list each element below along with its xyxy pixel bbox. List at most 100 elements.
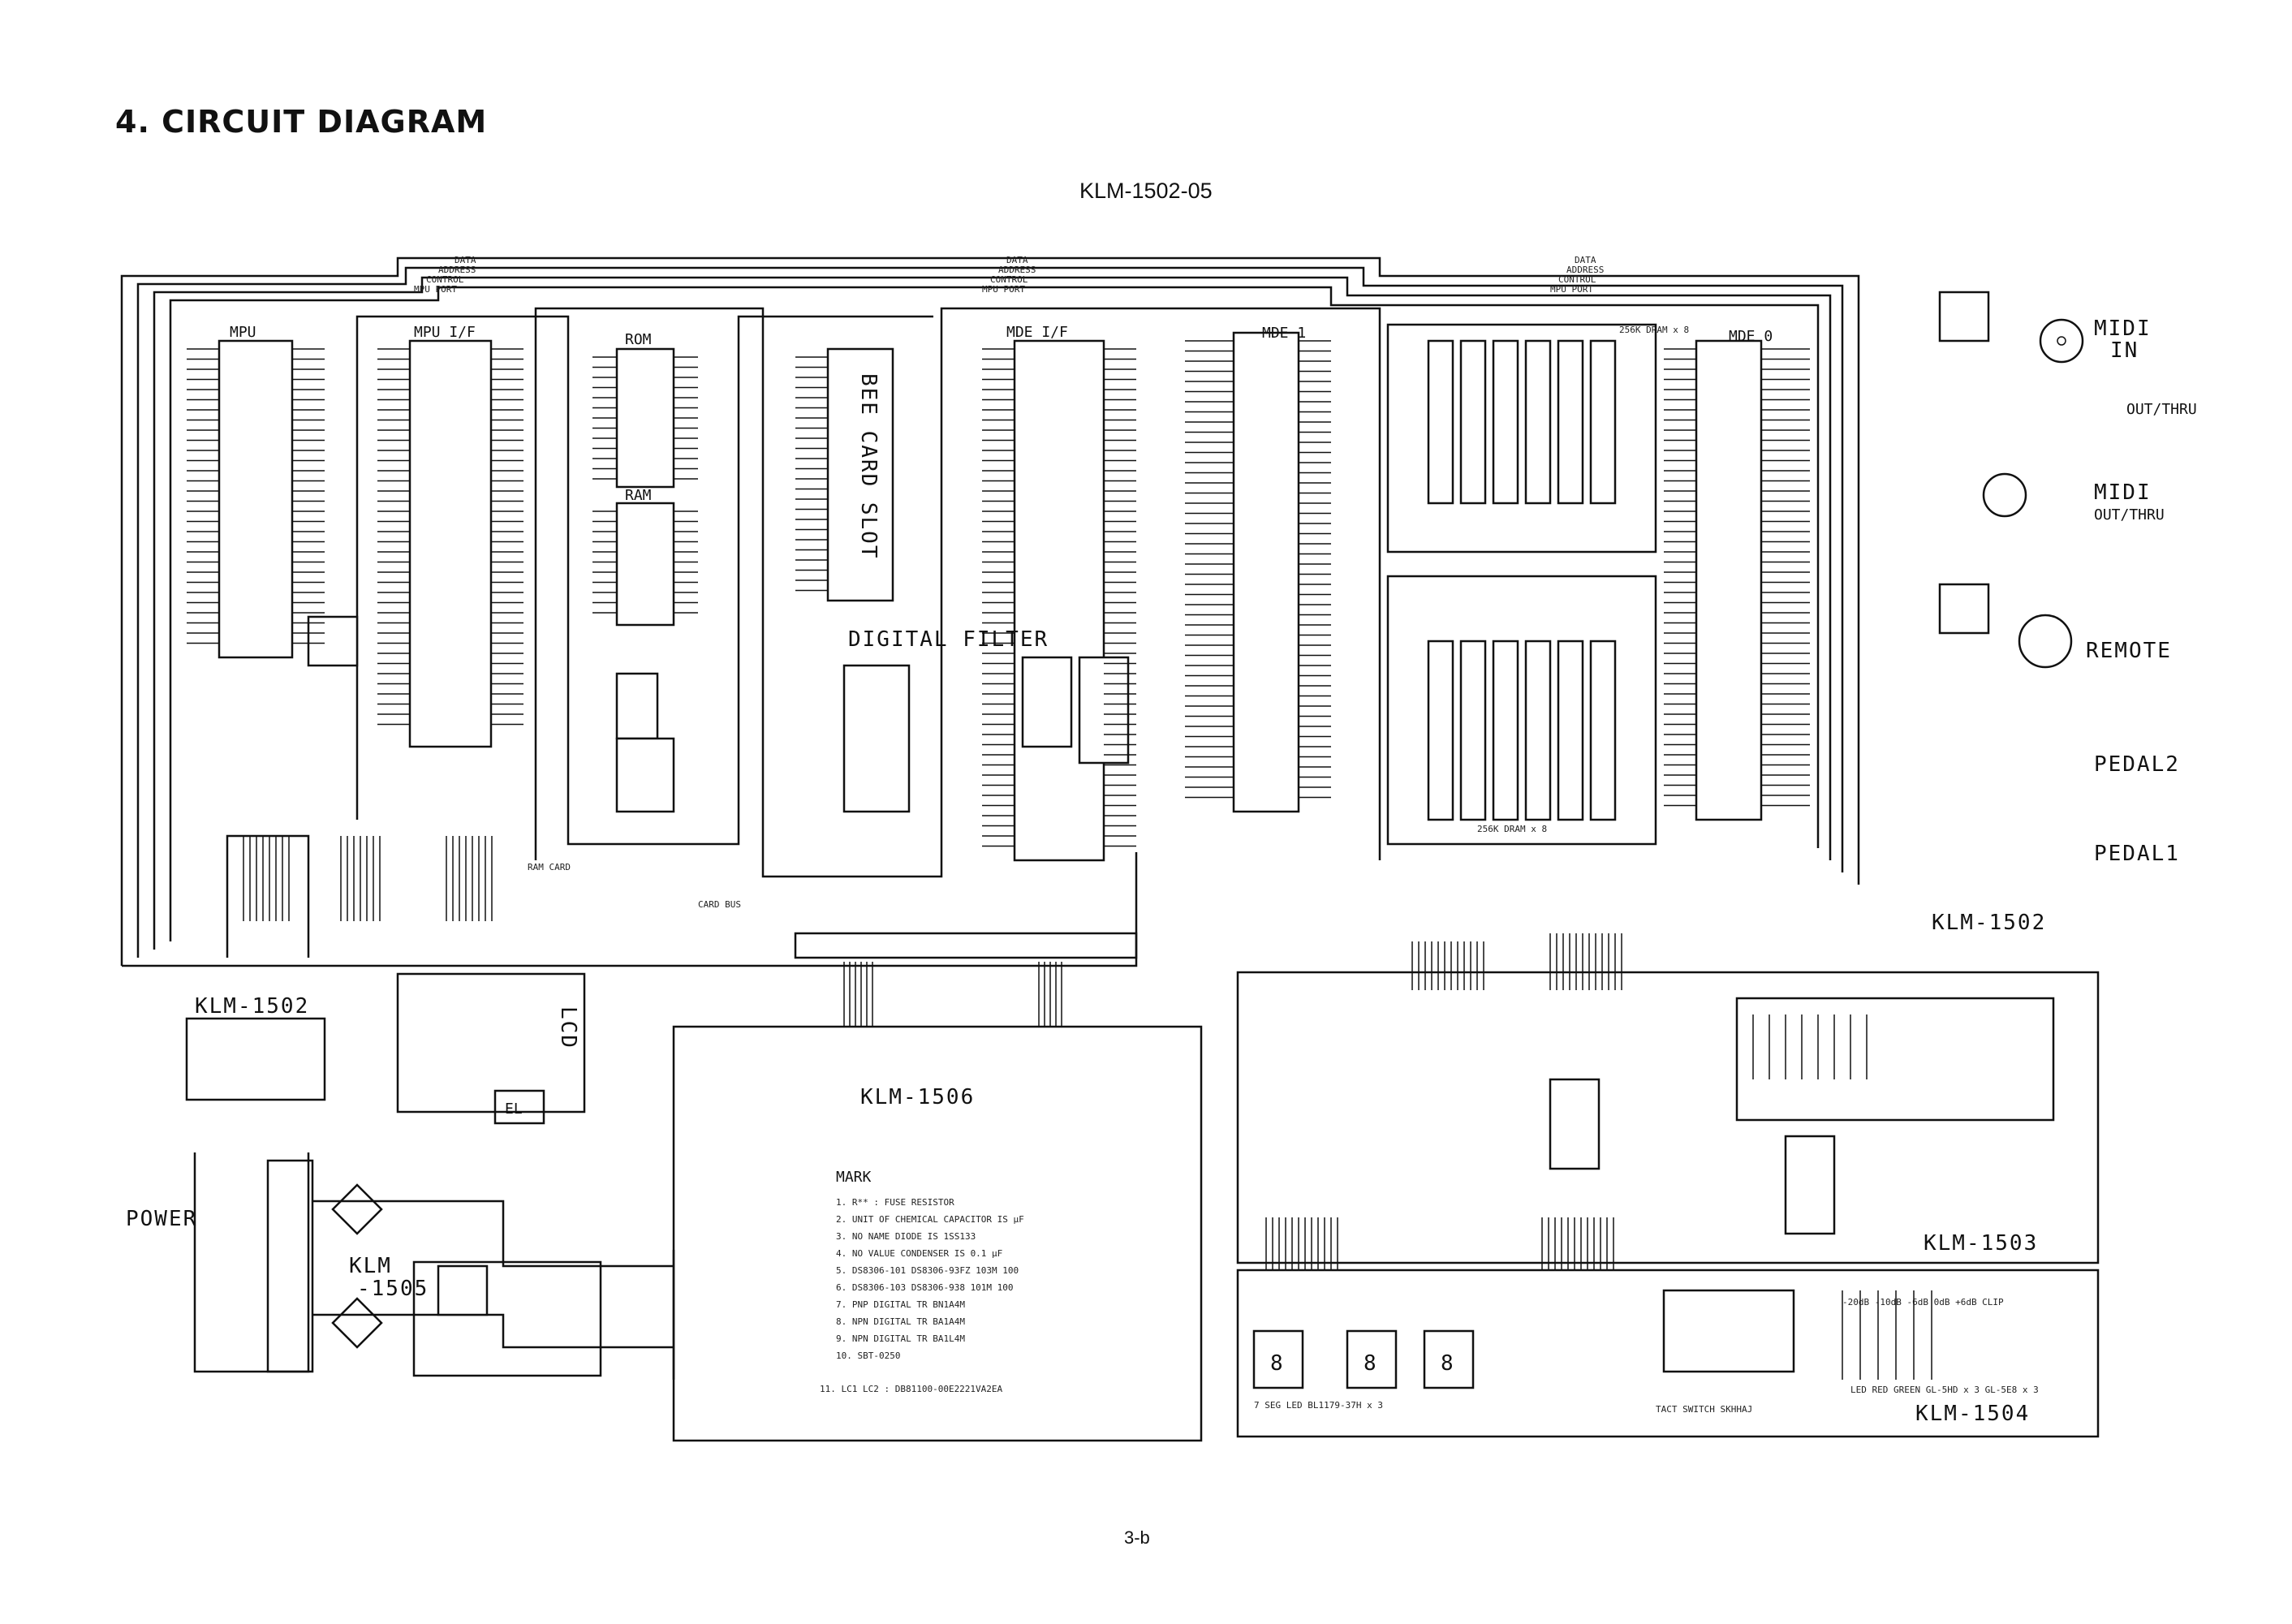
chip-label-mpu: MPU <box>230 324 256 341</box>
midi-in-connector: MIDI IN <box>2039 317 2150 364</box>
regulator-ic <box>437 1264 489 1316</box>
chip-label-mpu-if: MPU I/F <box>414 324 476 341</box>
card-bus-label: CARD BUS <box>698 899 741 910</box>
bus-label-address-2: ADDRESS <box>998 265 1036 275</box>
mark-notes: MARK 1. R** : FUSE RESISTOR 2. UNIT OF C… <box>820 1169 1024 1394</box>
chip-mde-if: MDE I/F <box>1006 324 1105 862</box>
label-midi-in-2: IN <box>2110 338 2139 363</box>
bus-label-address-3: ADDRESS <box>1566 265 1604 275</box>
klm-1503-vr-block <box>1735 997 2055 1122</box>
bus-label-data-2: DATA <box>1006 255 1028 265</box>
mark-item-9: 9. NPN DIGITAL TR BA1L4M <box>836 1333 965 1344</box>
mark-item-2: 2. UNIT OF CHEMICAL CAPACITOR IS μF <box>836 1214 1024 1225</box>
svg-text:8: 8 <box>1441 1351 1455 1376</box>
bus-label-mpu-port-2: MPU PORT <box>982 284 1025 295</box>
label-board-klm-1505: KLM <box>349 1254 392 1278</box>
chip-mpu-if: MPU I/F <box>408 324 493 748</box>
mark-item-10: 10. SBT-0250 <box>836 1350 900 1361</box>
klm-1503-board <box>1236 971 2100 1264</box>
chip-mde-1: MDE 1 <box>1232 325 1306 813</box>
label-pedal1: PEDAL1 <box>2094 842 2180 866</box>
mark-item-3: 3. NO NAME DIODE IS 1SS133 <box>836 1231 976 1242</box>
power-line-2 <box>312 1313 674 1349</box>
label-board-klm-1504: KLM-1504 <box>1915 1402 2030 1426</box>
chip-mde-0: MDE 0 <box>1695 328 1773 821</box>
bus-label-control-2: CONTROL <box>990 274 1028 285</box>
chip-label-mde-0: MDE 0 <box>1729 328 1773 345</box>
seven-segment-displays: 8 8 8 7 SEG LED BL1179-37H x 3 <box>1252 1329 1475 1411</box>
model-number: KLM-1502-05 <box>1079 179 1213 203</box>
led-level-labels: -20dB -10dB -6dB 0dB +6dB CLIP <box>1842 1297 2004 1307</box>
ram-card-label: RAM CARD <box>528 862 571 872</box>
bus-label-control: CONTROL <box>426 274 464 285</box>
mark-item-5: 5. DS8306-101 DS8306-93FZ 103M 100 <box>836 1265 1019 1276</box>
chip-label-digital-filter: DIGITAL FILTER <box>848 627 1049 652</box>
midi-out-thru-connector: MIDI OUT/THRU <box>1982 472 2165 523</box>
chip-label-mde-if: MDE I/F <box>1006 324 1068 341</box>
chip-rom: ROM <box>615 331 675 489</box>
svg-text:8: 8 <box>1270 1351 1285 1376</box>
mark-title: MARK <box>836 1169 872 1186</box>
label-el: EL <box>505 1101 523 1118</box>
label-board-klm-1505-2: -1505 <box>357 1277 429 1301</box>
power-switch <box>193 1152 310 1373</box>
dram-lower: 256K DRAM x 8 <box>1427 640 1617 834</box>
label-board-klm-1502-main: KLM-1502 <box>1932 911 2046 935</box>
lcd-connector-box <box>396 972 586 1114</box>
label-midi-out-1: MIDI <box>2094 480 2152 505</box>
mark-item-8: 8. NPN DIGITAL TR BA1A4M <box>836 1316 965 1327</box>
chip-pins <box>187 340 1810 847</box>
dram-upper-frame <box>1386 323 1657 554</box>
dram-lower-label: 256K DRAM x 8 <box>1477 824 1547 834</box>
bus-lines: DATA ADDRESS CONTROL MPU PORT DATA ADDRE… <box>120 255 1860 967</box>
label-power: POWER <box>126 1207 197 1231</box>
seg7-label: 7 SEG LED BL1179-37H x 3 <box>1254 1400 1383 1411</box>
bus-label-data: DATA <box>455 255 476 265</box>
remote-connector: REMOTE <box>2018 614 2170 669</box>
mark-item-6: 6. DS8306-103 DS8306-938 101M 100 <box>836 1282 1014 1293</box>
chip-label-bee-card: BEE CARD SLOT <box>856 373 881 560</box>
bridge-rectifier-2 <box>331 1297 383 1349</box>
klm-1506-board <box>672 1025 1203 1442</box>
label-lcd: LCD <box>556 1006 580 1049</box>
mark-item-4: 4. NO VALUE CONDENSER IS 0.1 μF <box>836 1248 1002 1259</box>
small-ics <box>307 291 1990 1235</box>
label-board-klm-1503: KLM-1503 <box>1924 1231 2038 1256</box>
dram-upper-label: 256K DRAM x 8 <box>1619 325 1689 335</box>
cn11a-harness <box>226 834 310 958</box>
label-midi-out-2: OUT/THRU <box>2094 506 2165 523</box>
tact-switch-block <box>1662 1289 1795 1373</box>
chip-ram: RAM <box>615 487 675 627</box>
inverter-block <box>185 1017 326 1101</box>
chip-label-ram: RAM <box>625 487 652 504</box>
el-panel <box>493 1089 545 1125</box>
power-transformer <box>266 1159 314 1373</box>
bridge-rectifier-1 <box>331 1183 383 1235</box>
chip-bee-card-slot: BEE CARD SLOT <box>826 347 894 602</box>
klm-1505-regulator <box>412 1260 602 1377</box>
bus-label-mpu-port-3: MPU PORT <box>1550 284 1593 295</box>
label-pedal2: PEDAL2 <box>2094 752 2180 777</box>
led-color-labels: LED RED GREEN GL-5HD x 3 GL-5E8 x 3 <box>1850 1385 2039 1395</box>
label-board-klm-1506: KLM-1506 <box>860 1085 975 1109</box>
label-out-thru: OUT/THRU <box>2126 401 2197 418</box>
klm-1504-board <box>1236 1269 2100 1438</box>
cn-junction <box>794 932 1138 959</box>
chip-digital-filter: DIGITAL FILTER <box>842 627 1049 813</box>
mark-item-7: 7. PNP DIGITAL TR BN1A4M <box>836 1299 965 1310</box>
chip-mpu: MPU <box>218 324 294 659</box>
dram-lower-frame <box>1386 575 1657 846</box>
wire-harnesses <box>243 836 1932 1380</box>
bus-label-control-3: CONTROL <box>1558 274 1596 285</box>
mark-item-11: 11. LC1 LC2 : DB81100-00E2221VA2EA <box>820 1384 1003 1394</box>
svg-text:8: 8 <box>1364 1351 1378 1376</box>
bus-label-data-3: DATA <box>1575 255 1596 265</box>
bus-label-address: ADDRESS <box>438 265 476 275</box>
mark-item-1: 1. R** : FUSE RESISTOR <box>836 1197 954 1208</box>
dram-upper: 256K DRAM x 8 <box>1427 325 1689 505</box>
bus-label-mpu-port: MPU PORT <box>414 284 457 295</box>
page-title: 4. CIRCUIT DIAGRAM <box>115 104 488 140</box>
label-board-klm-1502-sub: KLM-1502 <box>195 994 309 1019</box>
power-line-1 <box>312 1200 674 1268</box>
